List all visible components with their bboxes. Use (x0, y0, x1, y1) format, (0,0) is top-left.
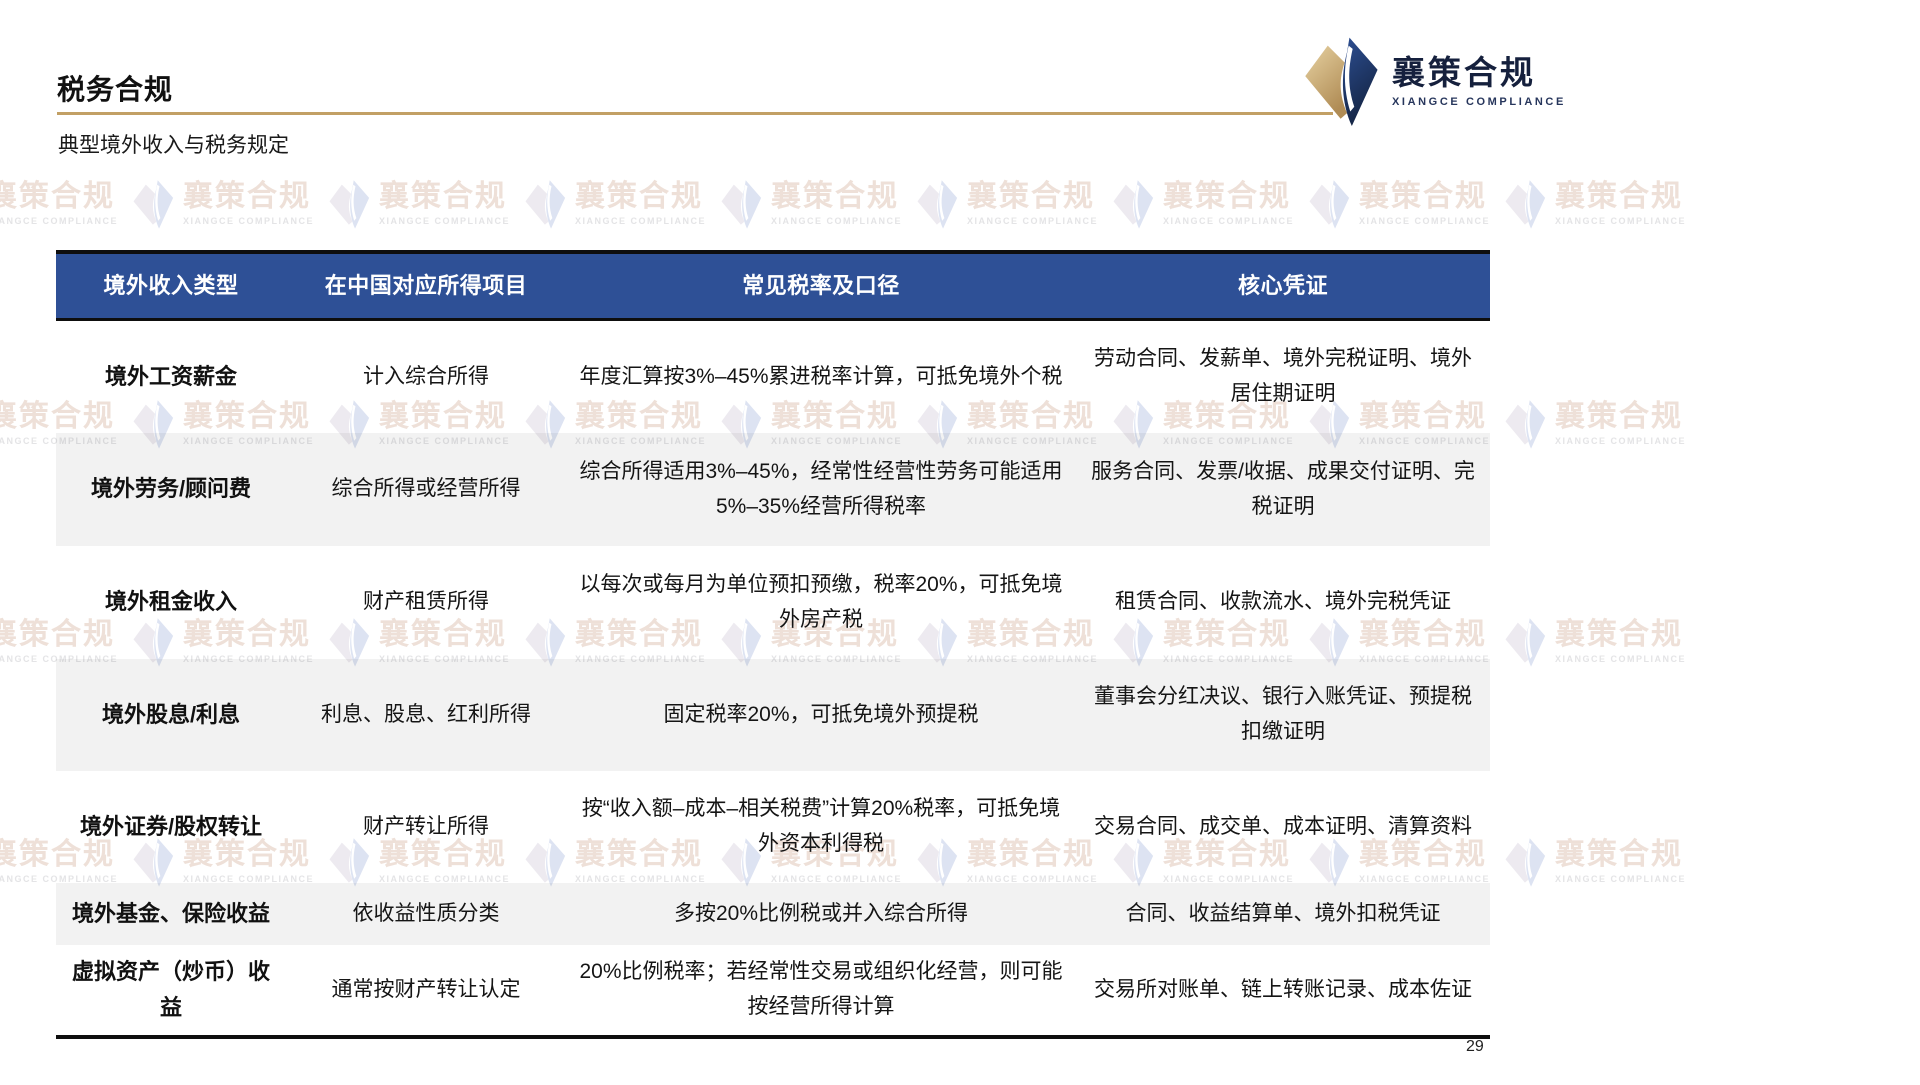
watermark-text: 襄策合规 (1555, 180, 1683, 213)
cell-type: 境外劳务/顾问费 (90, 476, 252, 502)
watermark-subtext: XIANGCE COMPLIANCE (0, 216, 119, 226)
cell-item: 财产转让所得 (363, 814, 489, 838)
table-row: 虚拟资产（炒币）收益 通常按财产转让认定 20%比例税率；若经常性交易或组织化经营，… (56, 945, 1490, 1035)
logo-name: 襄策合规 (1392, 54, 1536, 92)
cell-evidence: 交易所对账单、链上转账记录、成本佐证 (1094, 977, 1472, 1001)
logo-subtitle: XIANGCE COMPLIANCE (1392, 95, 1566, 108)
cell-rate: 20%比例税率；若经常性交易或组织化经营，则可能按经营所得计算 (579, 960, 1063, 1018)
cell-type: 境外工资薪金 (104, 363, 237, 389)
company-logo: 襄策合规 XIANGCE COMPLIANCE (1296, 36, 1566, 126)
table-row: 境外劳务/顾问费 综合所得或经营所得 综合所得适用3%–45%，经常性经营性劳务可能… (56, 433, 1490, 546)
cell-evidence: 合同、收益结算单、境外扣税凭证 (1125, 901, 1441, 925)
cell-item: 计入综合所得 (363, 364, 489, 388)
brand-watermark: 襄策合规 XIANGCE COMPLIANCE (1502, 398, 1686, 450)
cell-evidence: 交易合同、成交单、成本证明、清算资料 (1094, 814, 1472, 838)
cell-rate: 固定税率20%，可抵免境外预提税 (663, 702, 979, 726)
cell-type: 虚拟资产（炒币）收益 (71, 958, 270, 1020)
brand-watermark: 襄策合规 XIANGCE COMPLIANCE (914, 178, 1098, 230)
table-row: 境外工资薪金 计入综合所得 年度汇算按3%–45%累进税率计算，可抵免境外个税 劳动合… (56, 321, 1490, 433)
cell-rate: 综合所得适用3%–45%，经常性经营性劳务可能适用5%–35%经营所得税率 (579, 459, 1063, 518)
watermark-subtext: XIANGCE COMPLIANCE (379, 216, 511, 226)
cell-rate: 以每次或每月为单位预扣预缴，税率20%，可抵免境外房产税 (579, 572, 1063, 631)
tax-table: 境外收入类型 在中国对应所得项目 常见税率及口径 核心凭证 境外工资薪金 计入综合所得 年… (56, 250, 1490, 1039)
cell-item: 通常按财产转让认定 (331, 977, 521, 1001)
watermark-text: 襄策合规 (1555, 618, 1683, 651)
watermark-subtext: XIANGCE COMPLIANCE (1163, 216, 1295, 226)
brand-watermark: 襄策合规 XIANGCE COMPLIANCE (1502, 836, 1686, 888)
page-number: 29 (1466, 1038, 1484, 1055)
watermark-text: 襄策合规 (0, 180, 115, 213)
cell-item: 财产租赁所得 (363, 590, 489, 614)
table-row: 境外基金、保险收益 依收益性质分类 多按20%比例税或并入综合所得 合同、收益结算单、… (56, 883, 1490, 945)
table-header-row: 境外收入类型 在中国对应所得项目 常见税率及口径 核心凭证 (56, 250, 1490, 321)
logo-text: 襄策合规 XIANGCE COMPLIANCE (1392, 54, 1566, 108)
header-col-rate: 常见税率及口径 (742, 272, 900, 298)
cell-rate: 多按20%比例税或并入综合所得 (673, 901, 969, 925)
brand-watermark: 襄策合规 XIANGCE COMPLIANCE (1110, 178, 1294, 230)
brand-watermark: 襄策合规 XIANGCE COMPLIANCE (522, 178, 706, 230)
watermark-text: 襄策合规 (1163, 180, 1291, 213)
cell-type: 境外证券/股权转让 (79, 813, 263, 839)
watermark-subtext: XIANGCE COMPLIANCE (1359, 216, 1491, 226)
header-col-income-type: 境外收入类型 (103, 272, 239, 298)
cell-type: 境外基金、保险收益 (71, 900, 270, 926)
watermark-text: 襄策合规 (183, 180, 311, 213)
table-row: 境外证券/股权转让 财产转让所得 按“收入额–成本–相关税费”计算20%税率，可抵免… (56, 771, 1490, 883)
watermark-text: 襄策合规 (1555, 400, 1683, 433)
watermark-subtext: XIANGCE COMPLIANCE (1555, 654, 1687, 664)
diamond-logo-icon (1305, 37, 1378, 126)
brand-watermark: 襄策合规 XIANGCE COMPLIANCE (1306, 178, 1490, 230)
watermark-subtext: XIANGCE COMPLIANCE (967, 216, 1099, 226)
cell-evidence: 董事会分红决议、银行入账凭证、预提税扣缴证明 (1094, 685, 1472, 743)
cell-item: 综合所得或经营所得 (331, 477, 521, 501)
watermark-subtext: XIANGCE COMPLIANCE (1555, 216, 1687, 226)
watermark-text: 襄策合规 (967, 180, 1095, 213)
watermark-subtext: XIANGCE COMPLIANCE (1555, 436, 1687, 446)
brand-watermark: 襄策合规 XIANGCE COMPLIANCE (326, 178, 510, 230)
table-row: 境外股息/利息 利息、股息、红利所得 固定税率20%，可抵免境外预提税 董事会分红决议… (56, 659, 1490, 771)
title-underline (57, 112, 1333, 115)
watermark-subtext: XIANGCE COMPLIANCE (771, 216, 903, 226)
cell-item: 利息、股息、红利所得 (321, 702, 531, 726)
watermark-text: 襄策合规 (575, 180, 703, 213)
watermark-text: 襄策合规 (771, 180, 899, 213)
page-subtitle: 典型境外收入与税务规定 (58, 134, 289, 157)
watermark-subtext: XIANGCE COMPLIANCE (575, 216, 707, 226)
brand-watermark: 襄策合规 XIANGCE COMPLIANCE (718, 178, 902, 230)
watermark-subtext: XIANGCE COMPLIANCE (183, 216, 315, 226)
cell-type: 境外租金收入 (104, 589, 237, 615)
watermark-text: 襄策合规 (1555, 838, 1683, 871)
watermark-subtext: XIANGCE COMPLIANCE (1555, 874, 1687, 884)
header-col-china-item: 在中国对应所得项目 (324, 272, 528, 298)
table-row: 境外租金收入 财产租赁所得 以每次或每月为单位预扣预缴，税率20%，可抵免境外房产税… (56, 546, 1490, 659)
brand-watermark: 襄策合规 XIANGCE COMPLIANCE (0, 178, 118, 230)
brand-watermark: 襄策合规 XIANGCE COMPLIANCE (1502, 616, 1686, 668)
cell-rate: 年度汇算按3%–45%累进税率计算，可抵免境外个税 (579, 364, 1063, 388)
header-col-evidence: 核心凭证 (1237, 272, 1328, 298)
page-title: 税务合规 (57, 74, 174, 105)
brand-watermark: 襄策合规 XIANGCE COMPLIANCE (130, 178, 314, 230)
cell-evidence: 服务合同、发票/收据、成果交付证明、完税证明 (1091, 459, 1475, 518)
watermark-text: 襄策合规 (1359, 180, 1487, 213)
watermark-text: 襄策合规 (379, 180, 507, 213)
cell-type: 境外股息/利息 (101, 701, 241, 727)
brand-watermark: 襄策合规 XIANGCE COMPLIANCE (1502, 178, 1686, 230)
cell-item: 依收益性质分类 (352, 901, 500, 925)
cell-rate: 按“收入额–成本–相关税费”计算20%税率，可抵免境外资本利得税 (581, 797, 1061, 855)
cell-evidence: 劳动合同、发薪单、境外完税证明、境外居住期证明 (1094, 347, 1472, 405)
table-body: 境外工资薪金 计入综合所得 年度汇算按3%–45%累进税率计算，可抵免境外个税 劳动合… (56, 321, 1490, 1039)
cell-evidence: 租赁合同、收款流水、境外完税凭证 (1115, 590, 1451, 614)
